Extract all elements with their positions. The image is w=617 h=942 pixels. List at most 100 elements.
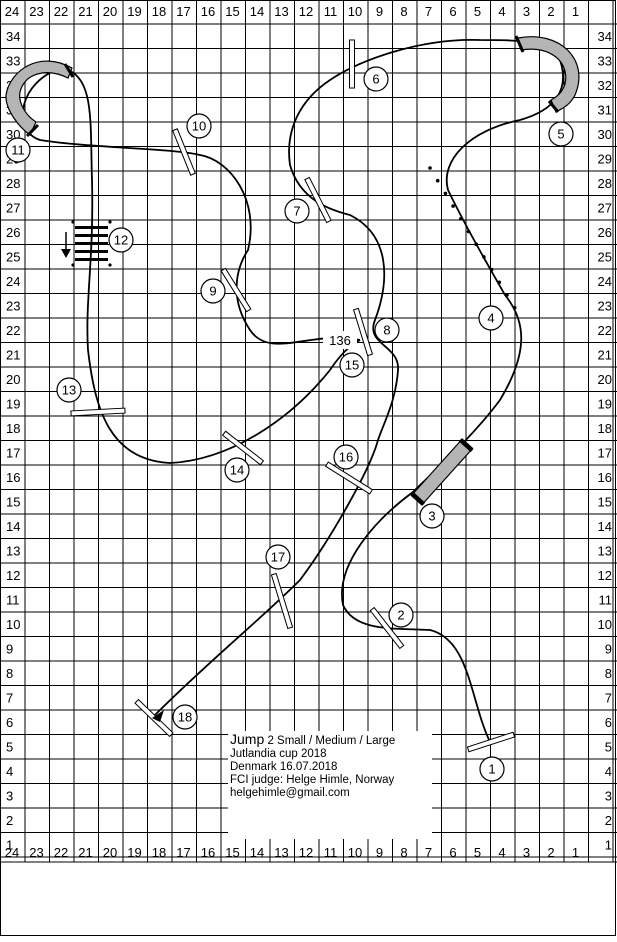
weave-pole [428,166,432,170]
row-label: 19 [598,397,612,412]
obstacle-number-6: 6 [363,66,389,92]
row-label: 24 [6,274,20,289]
column-label: 6 [449,4,456,19]
row-label: 11 [6,593,20,608]
obstacle-number-17: 17 [265,544,291,570]
column-label: 12 [299,4,313,19]
svg-text:7: 7 [293,204,300,219]
column-label: 13 [274,4,288,19]
column-label: 19 [127,845,141,860]
jump-14 [221,430,265,466]
row-label: 22 [6,323,20,338]
row-label: 1 [6,838,13,853]
column-label: 22 [54,845,68,860]
row-label: 10 [6,617,20,632]
column-label: 1 [572,845,579,860]
column-label: 22 [54,4,68,19]
svg-text:13: 13 [62,383,76,398]
row-label: 9 [6,642,13,657]
column-label: 21 [78,845,92,860]
row-label: 4 [6,764,13,779]
judge-name: FCI judge: Helge Himle, Norway [230,774,395,786]
jump-1 [466,731,516,753]
row-label: 17 [598,446,612,461]
jump-16 [324,461,374,495]
course-classes: 2 Small / Medium / Large [267,735,396,747]
column-label: 24 [5,845,19,860]
column-label: 2 [547,845,554,860]
column-label: 8 [400,845,407,860]
row-label: 3 [6,789,13,804]
course-title-row: Jump 2 Small / Medium / Large [230,732,430,748]
jump-13 [70,407,126,417]
row-label: 6 [605,715,612,730]
obstacle-number-4: 4 [478,305,504,331]
row-label: 9 [605,642,612,657]
row-label: 30 [598,127,612,142]
weave-pole [466,229,471,234]
row-label: 18 [6,421,20,436]
obstacle-number-5: 5 [548,121,574,147]
curved-tunnel-11 [5,60,75,138]
svg-text:18: 18 [178,710,192,725]
row-label: 6 [6,715,13,730]
column-label: 8 [400,4,407,19]
jump-8 [352,307,374,357]
row-label: 32 [598,78,612,93]
obstacle-number-8: 8 [374,317,400,343]
column-label: 20 [103,845,117,860]
weave-pole [459,217,463,221]
svg-text:9: 9 [209,284,216,299]
column-label: 12 [299,845,313,860]
weave-pole [435,178,440,183]
column-label: 19 [127,4,141,19]
row-label: 12 [598,568,612,583]
svg-text:17: 17 [271,550,285,565]
column-label: 20 [103,4,117,19]
svg-text:10: 10 [192,119,206,134]
jump-2 [369,606,405,650]
row-label: 16 [6,470,20,485]
column-label: 16 [201,4,215,19]
svg-text:15: 15 [345,358,359,373]
row-label: 22 [598,323,612,338]
column-label: 17 [176,4,190,19]
svg-text:3: 3 [428,509,435,524]
obstacle-numbers: 12 3 4 5 6 7 8 9 10 11 12 13 14 15 16 17 18 [5,66,574,782]
column-label: 6 [449,845,456,860]
row-label: 34 [6,29,20,44]
row-label: 29 [598,152,612,167]
row-label: 4 [605,764,612,779]
row-label: 34 [598,29,612,44]
course-info: Jump 2 Small / Medium / Large Jutlandia … [228,731,432,839]
obstacles-layer [5,35,580,753]
row-label: 12 [6,568,20,583]
column-label: 7 [425,4,432,19]
row-label: 5 [6,740,13,755]
row-label: 23 [6,299,20,314]
column-label: 9 [376,845,383,860]
jump-17 [270,572,294,630]
obstacle-number-14: 14 [224,457,250,483]
column-label: 17 [176,845,190,860]
weave-4 [428,166,517,310]
row-label: 15 [598,495,612,510]
weave-pole [489,267,494,272]
judge-email[interactable]: helgehimle@gmail.com [230,787,350,799]
column-label: 15 [225,845,239,860]
row-label: 33 [598,54,612,69]
obstacle-number-12: 12 [108,227,134,253]
weave-pole [482,255,486,259]
row-label: 20 [6,372,20,387]
jump-10 [172,128,196,176]
obstacle-number-16: 16 [333,444,359,470]
row-label: 27 [598,201,612,216]
column-label: 10 [348,4,362,19]
obstacle-number-13: 13 [56,377,82,403]
row-label: 13 [6,544,20,559]
row-label: 14 [598,519,612,534]
row-label: 1 [605,838,612,853]
